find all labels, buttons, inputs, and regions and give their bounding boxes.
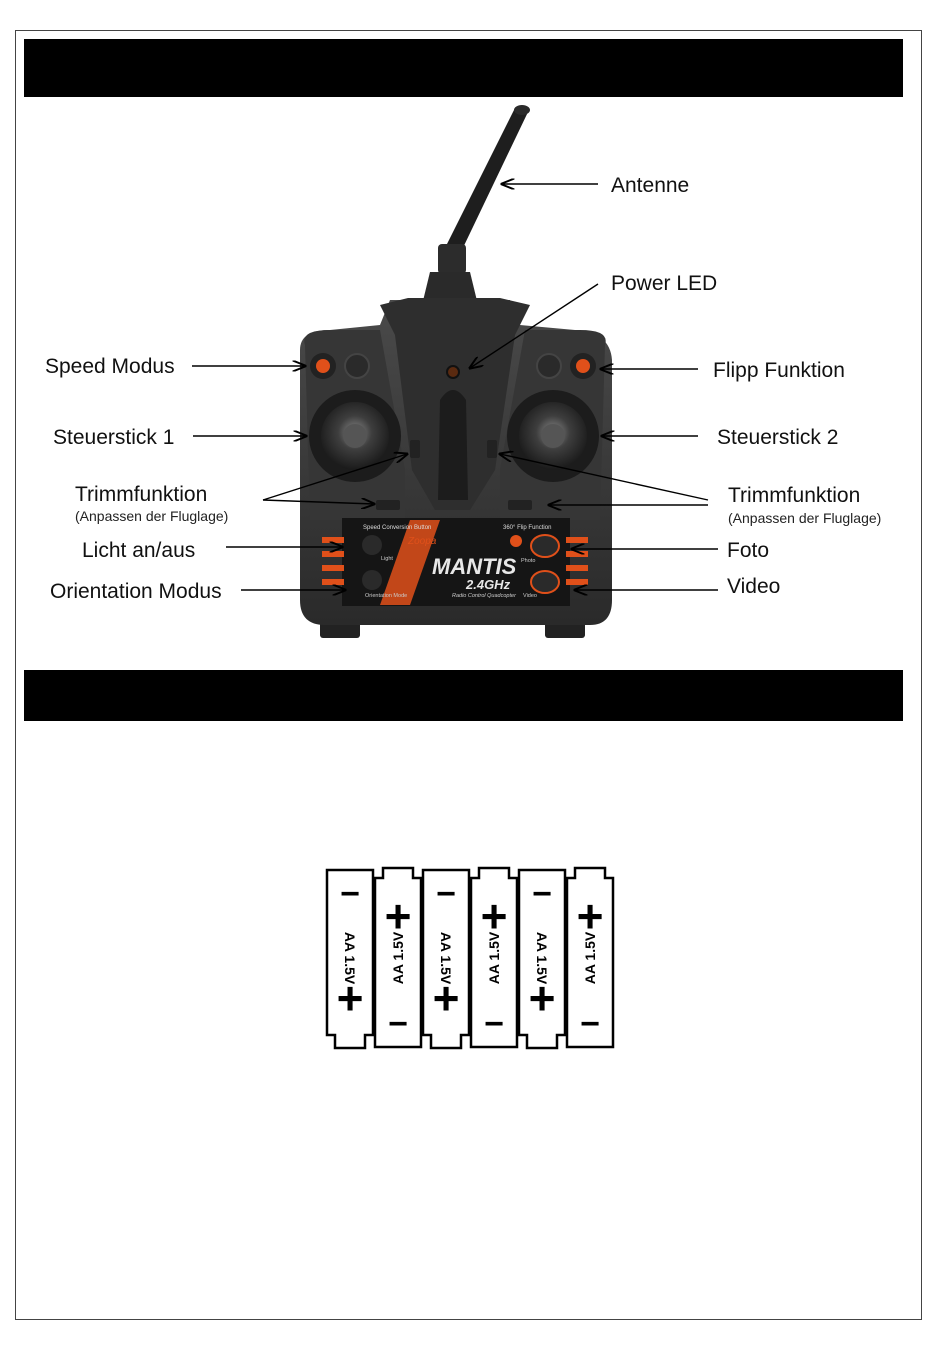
battery-label: AA 1.5V [486,931,502,984]
label-trimm-right: Trimmfunktion [728,484,860,507]
battery-minus-sign: − [388,1005,408,1043]
battery-plus-sign: + [577,890,604,942]
label-power-led: Power LED [611,272,717,295]
battery-cell: + − AA 1.5V [517,868,567,1050]
battery-cell: + − AA 1.5V [469,866,519,1049]
label-steuerstick-2: Steuerstick 2 [717,426,838,449]
battery-cell: + − AA 1.5V [373,866,423,1049]
battery-plus-sign: + [433,972,460,1024]
frequency-text: 2.4GHz [465,577,511,592]
battery-plus-sign: + [385,890,412,942]
battery-shell [421,868,471,1050]
battery-label: AA 1.5V [342,932,358,985]
battery-cell: + − AA 1.5V [421,868,471,1050]
battery-label: AA 1.5V [582,931,598,984]
label-orientation: Orientation Modus [50,580,222,603]
battery-cell: + − AA 1.5V [565,866,615,1049]
label-trimm-left-sub: (Anpassen der Fluglage) [75,508,228,524]
label-flipp-funktion: Flipp Funktion [713,359,845,382]
label-steuerstick-1: Steuerstick 1 [53,426,174,449]
battery-minus-sign: − [436,875,456,913]
callout-arrows [192,184,718,590]
battery-shell [469,866,519,1049]
light-label: Light [381,556,393,562]
label-licht: Licht an/aus [82,539,195,562]
battery-shell [373,866,423,1049]
section-header-bar-1 [24,39,903,97]
label-antenne: Antenne [611,174,689,197]
battery-label: AA 1.5V [390,931,406,984]
label-speed-modus: Speed Modus [45,355,175,378]
battery-minus-sign: − [484,1005,504,1043]
battery-label: AA 1.5V [438,932,454,985]
battery-minus-sign: − [532,875,552,913]
controller-diagram: Speed Conversion Button 360° Flip Functi… [45,105,881,638]
battery-shell [517,868,567,1050]
page-frame [15,30,922,1320]
battery-plus-sign: + [481,890,508,942]
battery-label: AA 1.5V [534,932,550,985]
battery-minus-sign: − [340,875,360,913]
speed-conversion-label: Speed Conversion Button [363,525,431,531]
flip-function-label: 360° Flip Function [503,525,551,531]
section-header-bar-2 [24,670,903,721]
battery-minus-sign: − [580,1005,600,1043]
brand-text: Zoopa [407,536,437,547]
model-text: MANTIS [432,554,517,579]
orientation-mode-label: Orientation Mode [365,593,407,599]
battery-plus-sign: + [337,972,364,1024]
label-trimm-right-sub: (Anpassen der Fluglage) [728,510,881,526]
battery-shell [565,866,615,1049]
label-video: Video [727,575,780,598]
battery-plus-sign: + [529,972,556,1024]
controller-body [300,298,612,638]
battery-shell [325,868,375,1050]
tagline-text: Radio Control Quadcopter [452,593,517,599]
battery-cell: + − AA 1.5V [325,868,375,1050]
label-trimm-left: Trimmfunktion [75,483,207,506]
antenna [422,105,530,305]
battery-diagram: +−AA 1.5V+−AA 1.5V+−AA 1.5V+−AA 1.5V+−AA… [325,866,615,1050]
label-foto: Foto [727,539,769,562]
photo-label: Photo [521,558,535,564]
video-label: Video [523,593,537,599]
